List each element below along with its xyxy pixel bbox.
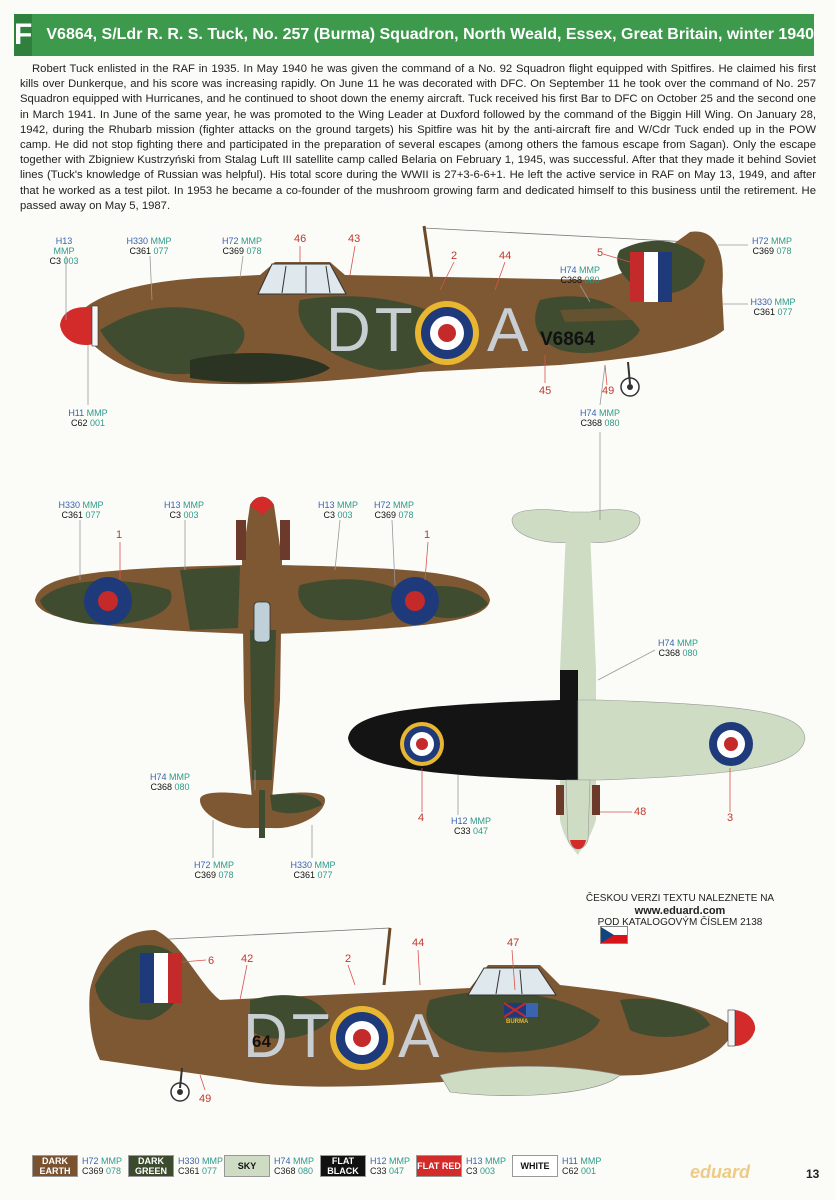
czech-version-note: ČESKOU VERZI TEXTU NALEZNETE NA www.edua… bbox=[575, 893, 785, 929]
pilot-biography: Robert Tuck enlisted in the RAF in 1935.… bbox=[20, 63, 816, 212]
callout-h72-fin: H72 MMP C369 078 bbox=[751, 236, 793, 256]
callout-h330-tail: H330 MMP C361 077 bbox=[750, 297, 796, 317]
decal-number-49-starboard: 49 bbox=[199, 1093, 212, 1105]
page-number: 13 bbox=[806, 1167, 820, 1181]
port-code-left: DT bbox=[326, 296, 417, 365]
callout-h74-underside-wing: H74 MMP C368 080 bbox=[657, 638, 699, 658]
legend-swatch: FLAT RED bbox=[416, 1155, 462, 1177]
starboard-serial: 64 bbox=[252, 1032, 271, 1051]
czech-note-line1: ČESKOU VERZI TEXTU NALEZNETE NA bbox=[585, 893, 775, 904]
decal-number-43: 43 bbox=[348, 233, 361, 245]
decal-number-1-right: 1 bbox=[424, 529, 431, 541]
callout-h13-nose: H13 MMP C3 003 bbox=[49, 236, 79, 266]
decal-number-6: 6 bbox=[208, 955, 215, 967]
port-serial: V6864 bbox=[540, 329, 595, 350]
decal-number-5: 5 bbox=[597, 247, 604, 259]
profile-letter: F bbox=[14, 14, 33, 56]
legend-swatch: DARK EARTH bbox=[32, 1155, 78, 1177]
starboard-code-right: A bbox=[398, 1002, 440, 1071]
callout-h13-top-left: H13 MMP C3 003 bbox=[163, 500, 205, 520]
callout-h330-top-wing: H330 MMP C361 077 bbox=[58, 500, 104, 520]
decal-number-4: 4 bbox=[418, 812, 425, 824]
eduard-logo: eduard bbox=[690, 1162, 751, 1182]
decal-number-3: 3 bbox=[727, 812, 734, 824]
website-link[interactable]: www.eduard.com bbox=[634, 905, 726, 917]
callout-h330-cowl: H330 MMP C361 077 bbox=[126, 236, 172, 256]
legend-swatch: DARK GREEN bbox=[128, 1155, 174, 1177]
decal-number-2-port: 2 bbox=[451, 250, 458, 262]
callout-h72-fuselage: H72 MMP C369 078 bbox=[221, 236, 263, 256]
legend-swatch: FLAT BLACK bbox=[320, 1155, 366, 1177]
legend-swatch: SKY bbox=[224, 1155, 270, 1177]
decal-number-44-port: 44 bbox=[499, 250, 512, 262]
decal-number-42: 42 bbox=[241, 953, 254, 965]
decal-number-46: 46 bbox=[294, 233, 307, 245]
callout-h74-top-fuselage: H74 MMP C368 080 bbox=[149, 772, 191, 792]
decal-number-45: 45 bbox=[539, 385, 552, 397]
decal-number-2-starboard: 2 bbox=[345, 953, 352, 965]
decal-number-47: 47 bbox=[507, 937, 520, 949]
callout-h74-underside: H74 MMP C368 080 bbox=[579, 408, 621, 428]
nose-art-label: BURMA bbox=[506, 1019, 529, 1025]
decal-number-49-port: 49 bbox=[602, 385, 615, 397]
callout-h11-spinner: H11 MMP C62 001 bbox=[68, 408, 108, 428]
callout-h74-spinner-band: H74 MMP C368 080 bbox=[559, 265, 601, 285]
legend-swatch: WHITE bbox=[512, 1155, 558, 1177]
decal-number-48: 48 bbox=[634, 806, 647, 818]
callout-h330-top-tail: H330 MMP C361 077 bbox=[290, 860, 336, 880]
callout-h13-top-right: H13 MMP C3 003 bbox=[317, 500, 359, 520]
czech-flag-icon bbox=[600, 926, 628, 944]
starboard-code-left: DT bbox=[243, 1002, 334, 1071]
decal-number-1-left: 1 bbox=[116, 529, 123, 541]
profile-header: F V6864, S/Ldr R. R. S. Tuck, No. 257 (B… bbox=[14, 14, 814, 56]
decal-number-44-starboard: 44 bbox=[412, 937, 425, 949]
callout-h72-top-tail: H72 MMP C369 078 bbox=[193, 860, 235, 880]
callout-h72-top-wing: H72 MMP C369 078 bbox=[373, 500, 415, 520]
czech-note-line2: POD KATALOGOVÝM ČÍSLEM 2138 bbox=[597, 917, 763, 928]
callout-h12-underside-wing: H12 MMP C33 047 bbox=[450, 816, 492, 836]
port-code-right: A bbox=[487, 296, 529, 365]
profile-title: V6864, S/Ldr R. R. S. Tuck, No. 257 (Bur… bbox=[46, 26, 814, 43]
